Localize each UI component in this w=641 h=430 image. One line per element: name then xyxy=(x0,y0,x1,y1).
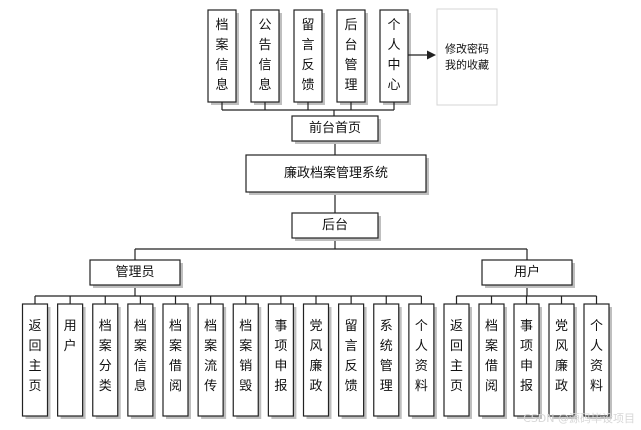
box-frame xyxy=(583,303,610,417)
box-frame xyxy=(481,259,573,286)
user-function-box: 个人资料 xyxy=(583,303,612,419)
box-frame xyxy=(92,303,119,417)
front-page-box xyxy=(291,115,381,144)
front-module-label: 个人中心 xyxy=(387,18,400,93)
user-function-box: 党风廉政 xyxy=(548,303,577,419)
box-frame xyxy=(207,9,237,103)
profile-link-label: 修改密码 xyxy=(445,42,489,56)
front-module-label: 档案信息 xyxy=(215,18,228,93)
user-function-label: 个人资料 xyxy=(590,319,603,394)
user-function-label: 党风廉政 xyxy=(555,319,568,394)
box-frame xyxy=(302,303,330,417)
front-module-box: 个人中心 xyxy=(379,9,411,105)
box-frame xyxy=(338,303,365,417)
box-frame xyxy=(513,303,540,417)
admin-function-box: 返回主页 xyxy=(21,303,51,419)
box-frame xyxy=(291,212,379,239)
box-frame xyxy=(57,303,84,417)
admin-function-box: 档案销毁 xyxy=(232,303,262,419)
front-module-box: 留言反馈 xyxy=(293,9,325,105)
user-role-box xyxy=(481,259,575,288)
user-function-box: 事项申报 xyxy=(513,303,542,419)
box-frame xyxy=(197,303,224,417)
admin-function-box: 档案借阅 xyxy=(162,303,191,419)
user-function-box: 返回主页 xyxy=(443,303,472,419)
admin-function-box: 留言反馈 xyxy=(338,303,367,419)
box-frame xyxy=(127,303,154,417)
box-frame xyxy=(548,303,575,417)
box-frame xyxy=(162,303,189,417)
admin-function-label: 档案分类 xyxy=(99,319,112,394)
system-title: 廉政档案管理系统 xyxy=(284,165,388,181)
box-frame xyxy=(89,259,181,286)
front-module-box: 公告信息 xyxy=(250,9,282,105)
admin-function-box: 事项申报 xyxy=(267,303,297,419)
admin-function-label: 档案借阅 xyxy=(169,319,182,394)
front-page-label: 前台首页 xyxy=(309,120,361,136)
box-frame xyxy=(478,303,505,417)
box-frame xyxy=(21,303,49,417)
connector-lines xyxy=(34,50,598,304)
backend-box xyxy=(291,212,381,241)
profile-links-box xyxy=(436,8,498,106)
admin-function-label: 用户 xyxy=(64,319,77,354)
admin-function-label: 档案信息 xyxy=(134,319,147,394)
front-module-box: 后台管理 xyxy=(336,9,368,105)
box-frame xyxy=(250,9,280,103)
admin-role-label: 管理员 xyxy=(115,265,154,280)
admin-function-box: 档案流传 xyxy=(197,303,227,419)
admin-function-label: 留言反馈 xyxy=(345,319,358,394)
box-frame xyxy=(291,115,379,142)
admin-function-box: 档案分类 xyxy=(92,303,121,419)
admin-function-label: 档案销毁 xyxy=(239,319,252,394)
profile-link-label: 我的收藏 xyxy=(445,58,489,72)
box-frame xyxy=(245,154,427,193)
box-frame xyxy=(373,303,400,417)
user-function-label: 事项申报 xyxy=(520,319,533,394)
admin-role-box xyxy=(89,259,183,288)
box-frame xyxy=(408,303,435,417)
front-module-label: 后台管理 xyxy=(344,18,357,93)
user-function-label: 返回主页 xyxy=(450,319,463,394)
admin-function-box: 系统管理 xyxy=(373,303,402,419)
box-frame xyxy=(336,9,366,103)
user-role-label: 用户 xyxy=(514,264,540,280)
user-function-box: 档案借阅 xyxy=(478,303,507,419)
box-frame xyxy=(267,303,294,417)
front-module-label: 公告信息 xyxy=(258,18,271,93)
backend-label: 后台 xyxy=(322,218,348,233)
system-box xyxy=(245,154,429,195)
admin-function-label: 系统管理 xyxy=(380,319,393,394)
arrow-head-icon xyxy=(427,50,436,60)
admin-function-label: 党风廉政 xyxy=(309,319,322,394)
box-frame xyxy=(293,9,323,103)
admin-function-box: 个人资料 xyxy=(408,303,437,419)
admin-function-box: 档案信息 xyxy=(127,303,156,419)
admin-function-label: 事项申报 xyxy=(274,319,287,394)
front-module-label: 留言反馈 xyxy=(301,18,314,93)
admin-function-box: 用户 xyxy=(57,303,86,419)
admin-function-label: 档案流传 xyxy=(204,319,217,394)
admin-function-box: 党风廉政 xyxy=(302,303,332,419)
admin-function-label: 返回主页 xyxy=(28,319,41,394)
front-module-box: 档案信息 xyxy=(207,9,239,105)
admin-function-label: 个人资料 xyxy=(415,319,428,394)
box-frame xyxy=(232,303,259,417)
box-frame xyxy=(443,303,470,417)
user-function-label: 档案借阅 xyxy=(485,319,498,394)
